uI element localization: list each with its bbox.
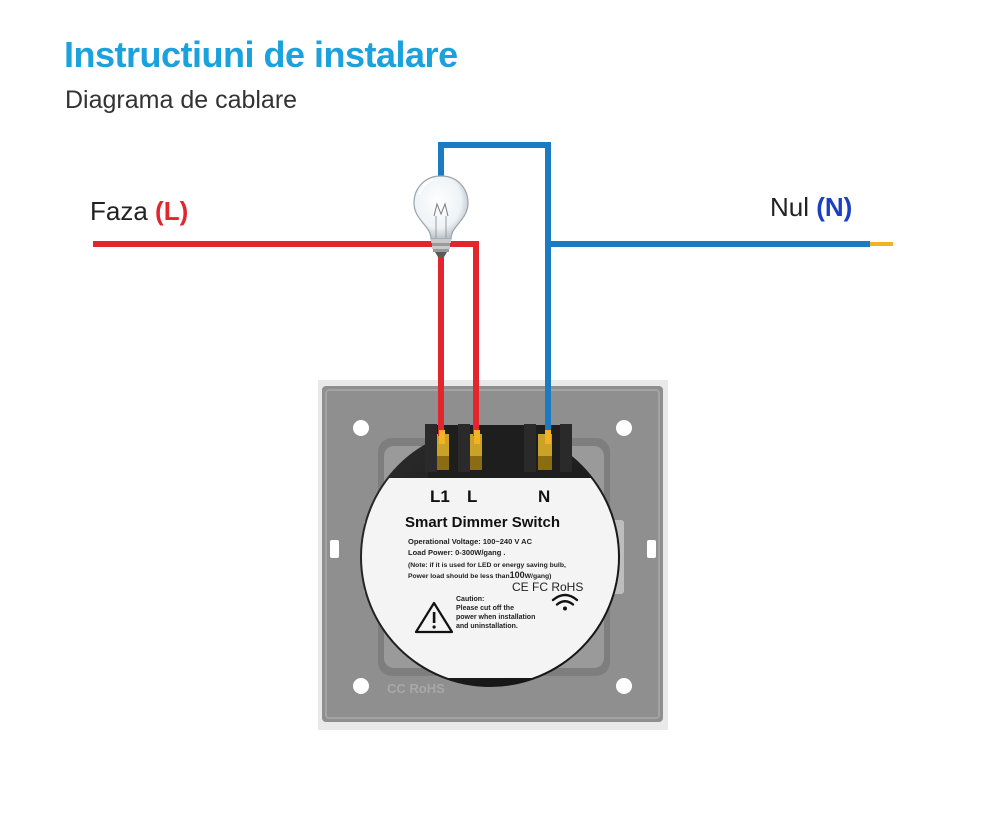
phase-wire-label: Faza (L) xyxy=(90,196,188,227)
light-bulb-icon xyxy=(413,175,469,257)
caution-text: Caution: Please cut off the power when i… xyxy=(456,596,537,630)
terminal-l-label: L xyxy=(467,487,477,506)
certification-marks: CE FC RoHS xyxy=(512,580,583,594)
terminal-l1-label: L1 xyxy=(430,487,450,506)
neutral-wire xyxy=(438,142,870,436)
warning-triangle-icon xyxy=(414,601,454,634)
page-title: Instructiuni de instalare xyxy=(64,34,458,75)
screw-hole xyxy=(353,678,369,694)
neutral-wire-code: (N) xyxy=(816,192,853,222)
spec-load: Load Power: 0-300W/gang . xyxy=(408,548,506,557)
device-label-sticker xyxy=(362,478,618,678)
neutral-wire-label: Nul (N) xyxy=(770,192,852,223)
phase-wire xyxy=(93,241,479,436)
page-subtitle: Diagrama de cablare xyxy=(65,86,298,114)
neutral-wire-name: Nul xyxy=(770,192,810,222)
spec-note-line2: Power load should be less than100W/gang) xyxy=(408,570,551,580)
spec-voltage: Operational Voltage: 100~240 V AC xyxy=(408,537,533,546)
phase-wire-name: Faza xyxy=(90,196,148,226)
screw-hole xyxy=(353,420,369,436)
screw-hole xyxy=(616,678,632,694)
frame-marks: CC RoHS xyxy=(387,681,445,696)
device-model-title: Smart Dimmer Switch xyxy=(405,514,560,531)
terminal-n-label: N xyxy=(538,487,550,506)
screw-hole xyxy=(616,420,632,436)
spec-note-line1: (Note: if it is used for LED or energy s… xyxy=(408,562,566,569)
phase-wire-code: (L) xyxy=(155,196,189,226)
wifi-icon xyxy=(551,593,579,611)
